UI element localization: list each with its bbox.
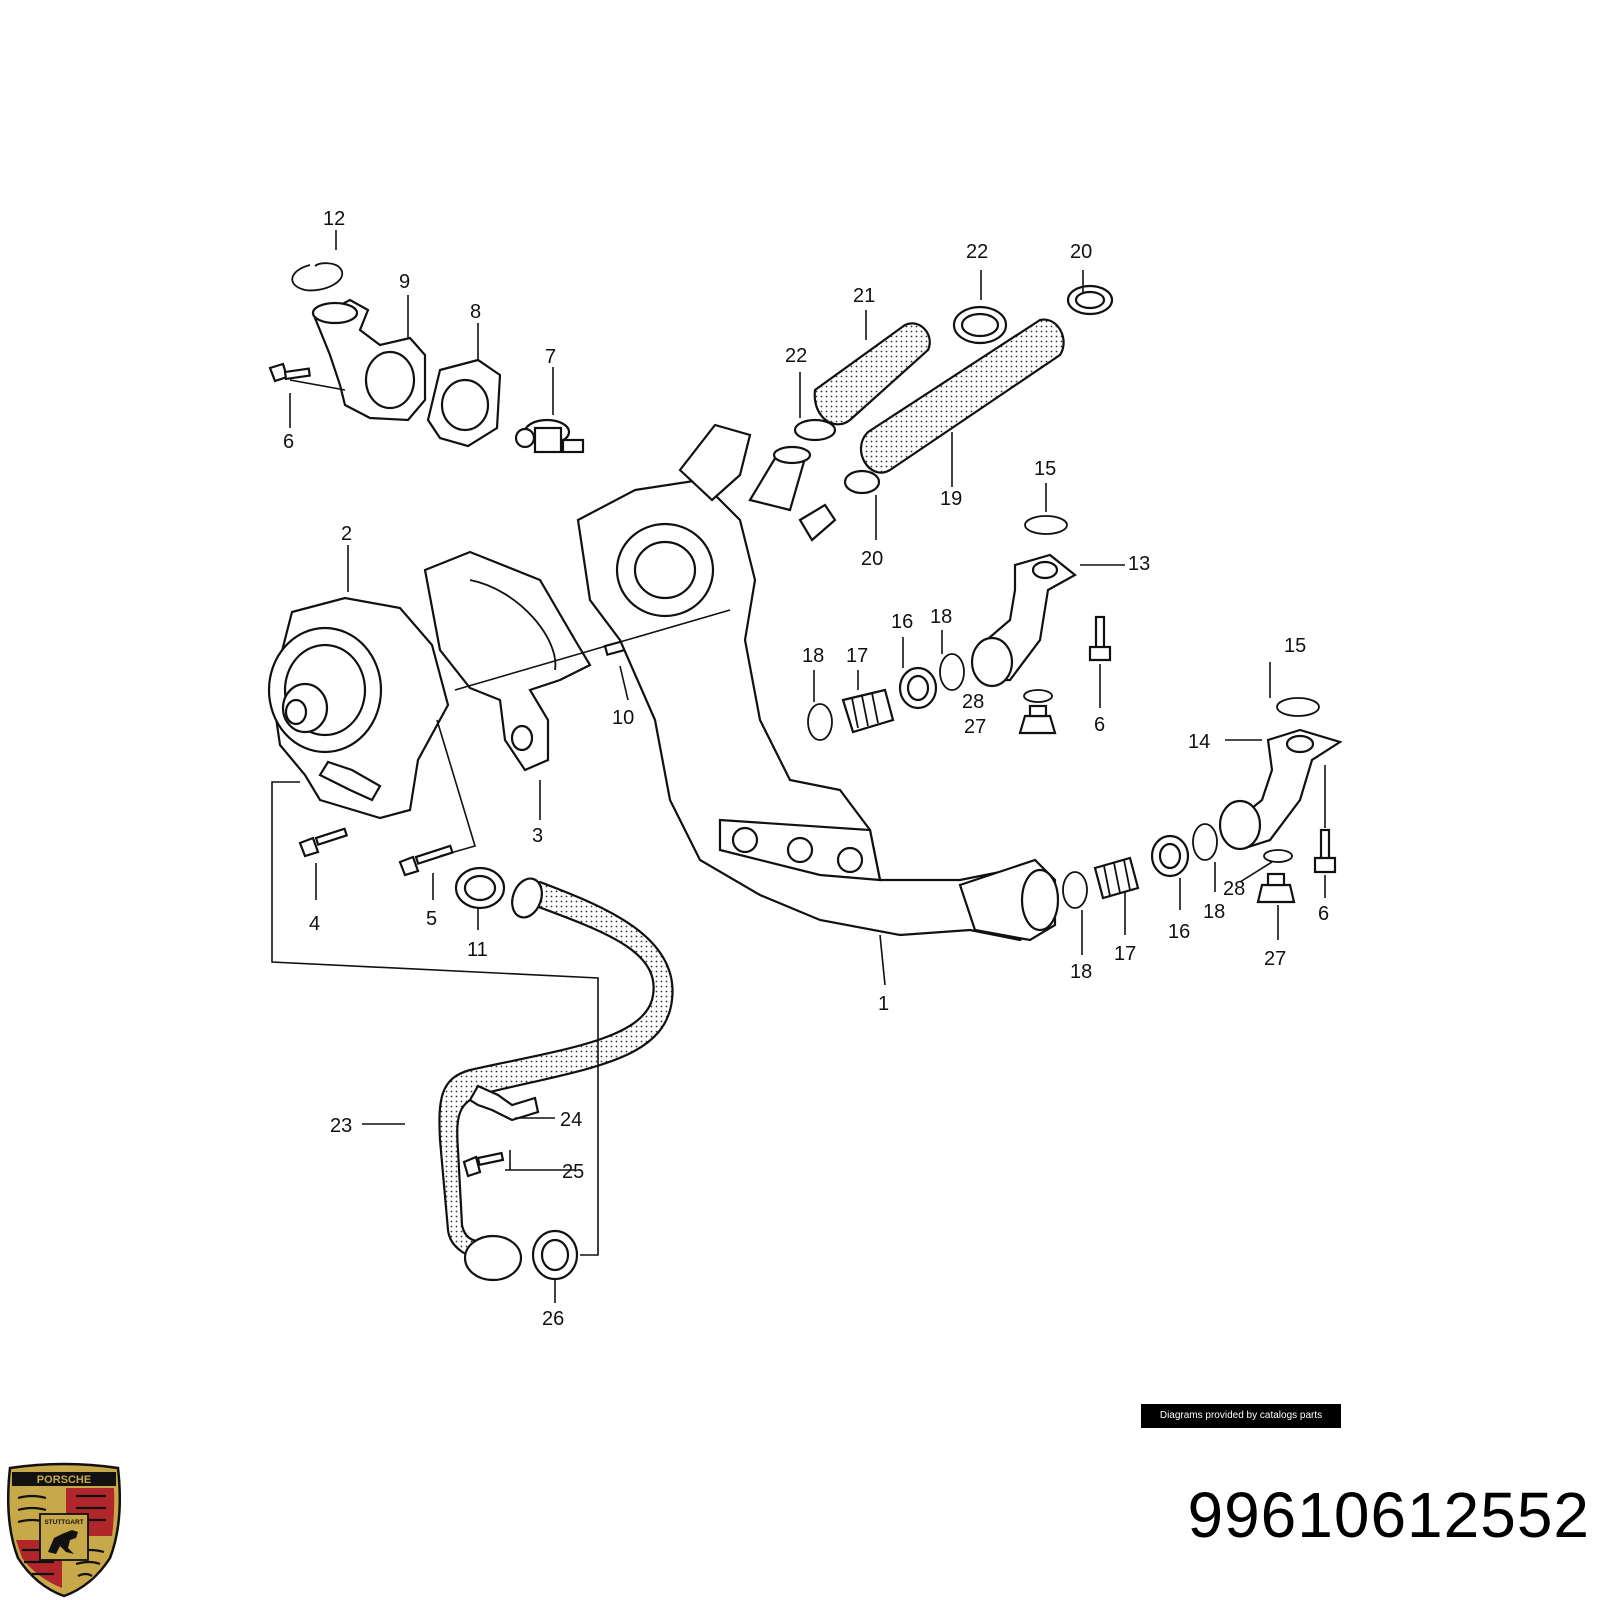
o-ring-18-upper-a: [807, 703, 833, 741]
callout-6: 6: [1094, 714, 1105, 736]
callout-6: 6: [1318, 903, 1329, 925]
callout-26: 26: [542, 1308, 564, 1330]
bolt-25: [462, 1151, 505, 1178]
callout-12: 12: [323, 208, 345, 230]
callout-20: 20: [861, 548, 883, 570]
gasket-8: [426, 358, 502, 448]
callout-27: 27: [1264, 948, 1286, 970]
o-ring-18-upper-b: [939, 653, 965, 691]
hose-19: [859, 318, 1065, 474]
callout-16: 16: [891, 611, 913, 633]
clamp-20-lower: [843, 469, 881, 495]
o-ring-15-upper: [1024, 515, 1068, 535]
clamp-11: [454, 866, 506, 910]
clamp-22-lower: [793, 418, 837, 442]
callout-23: 23: [330, 1115, 352, 1137]
callout-17: 17: [846, 645, 868, 667]
plug-27-lower: [1256, 872, 1296, 904]
seal-16-lower: [1150, 834, 1190, 878]
bolt-6-right-lower: [1313, 828, 1337, 874]
o-ring-18-lower-a: [1192, 823, 1218, 861]
callout-21: 21: [853, 285, 875, 307]
logo-city: STUTTGART: [44, 1519, 83, 1526]
pipe-elbow-14: [1218, 728, 1343, 851]
hose-21: [813, 322, 931, 426]
callout-3: 3: [532, 825, 543, 847]
part-number: 99610612552: [1187, 1479, 1590, 1551]
callout-18: 18: [1203, 901, 1225, 923]
callout-25: 25: [562, 1161, 584, 1183]
callout-8: 8: [470, 301, 481, 323]
credit-badge: Diagrams provided by catalogs parts: [1141, 1404, 1341, 1428]
o-ring-12: [291, 262, 343, 292]
callout-24: 24: [560, 1109, 582, 1131]
callout-22: 22: [785, 345, 807, 367]
seal-16-upper: [898, 666, 938, 710]
callout-28: 28: [1223, 878, 1245, 900]
o-ring-15-lower: [1276, 697, 1320, 717]
callout-13: 13: [1128, 553, 1150, 575]
callout-15: 15: [1034, 458, 1056, 480]
bolt-4: [298, 827, 349, 858]
pipe-elbow-13: [970, 553, 1077, 688]
porsche-crest-logo: PORSCHE STUTTGART: [6, 1462, 122, 1598]
washer-28-upper: [1023, 689, 1053, 703]
bolt-6-upper: [268, 362, 311, 383]
thermostat-7: [514, 418, 585, 454]
clamp-26: [531, 1229, 579, 1281]
callout-17: 17: [1114, 943, 1136, 965]
callout-27: 27: [964, 716, 986, 738]
plug-27-upper: [1018, 704, 1057, 735]
engine-housing-1: [576, 423, 1060, 942]
callout-18: 18: [1070, 961, 1092, 983]
callout-22: 22: [966, 241, 988, 263]
callout-14: 14: [1188, 731, 1210, 753]
callout-19: 19: [940, 488, 962, 510]
bellows-17-lower: [1093, 856, 1140, 900]
water-pump-2: [267, 596, 450, 820]
logo-wordmark: PORSCHE: [37, 1474, 91, 1486]
bolt-5: [398, 844, 454, 877]
callout-15: 15: [1284, 635, 1306, 657]
callout-9: 9: [399, 271, 410, 293]
callout-10: 10: [612, 707, 634, 729]
callout-4: 4: [309, 913, 320, 935]
washer-28-lower: [1263, 849, 1293, 863]
callout-7: 7: [545, 346, 556, 368]
clamp-22-upper: [952, 305, 1008, 345]
bellows-17-upper: [841, 688, 895, 734]
callout-11: 11: [467, 939, 488, 961]
callout-18: 18: [930, 606, 952, 628]
callout-5: 5: [426, 908, 437, 930]
callout-6: 6: [283, 431, 294, 453]
callout-20: 20: [1070, 241, 1092, 263]
callout-16: 16: [1168, 921, 1190, 943]
callout-28: 28: [962, 691, 984, 713]
callout-18: 18: [802, 645, 824, 667]
o-ring-18-lower-b: [1062, 871, 1088, 909]
callout-1: 1: [878, 993, 889, 1015]
bolt-6-right-upper: [1088, 615, 1112, 662]
callout-labels: 12 9 8 7 6 22 21 22 20 19 20 15 13 2 10 …: [283, 208, 1329, 1330]
pump-gasket: [423, 550, 592, 772]
callout-2: 2: [341, 523, 352, 545]
bracket-24: [468, 1084, 540, 1122]
clamp-20-upper: [1066, 284, 1114, 316]
hose-23: [438, 877, 674, 1282]
leader-lines: [271, 230, 1326, 1303]
